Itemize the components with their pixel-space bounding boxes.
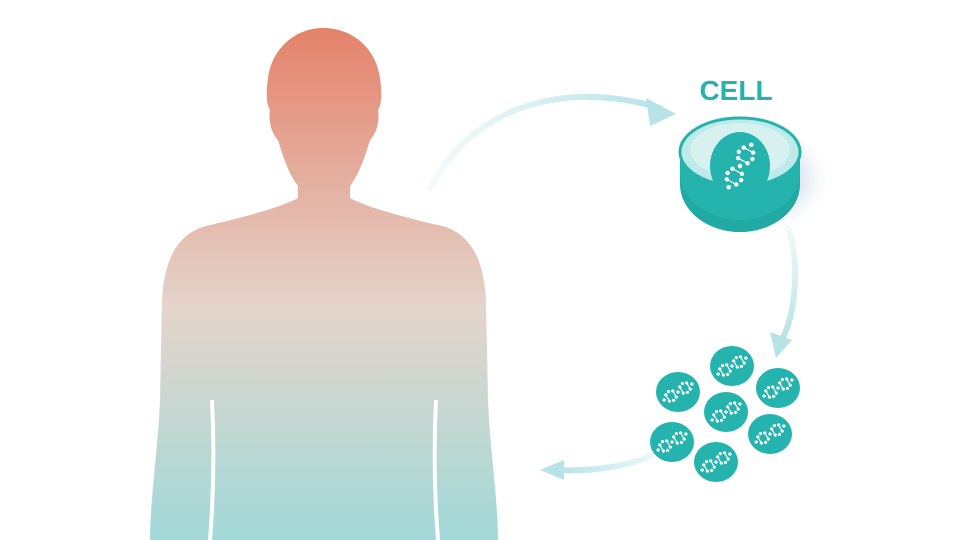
cluster-cell <box>650 422 694 462</box>
petri-dish-cell-icon <box>668 116 836 238</box>
cluster-cell <box>704 392 748 432</box>
cluster-cell <box>710 346 754 386</box>
cell-cluster <box>650 346 800 482</box>
dna-icon <box>762 377 794 399</box>
cluster-cell <box>656 372 700 412</box>
dna-icon <box>754 423 786 445</box>
cluster-cell <box>694 442 738 482</box>
dna-icon <box>716 355 748 377</box>
cell-label: CELL <box>699 75 772 106</box>
dna-icon <box>662 381 694 403</box>
right-arm-edge <box>432 399 440 540</box>
left-arm-edge <box>208 399 216 540</box>
cluster-cell <box>748 414 792 454</box>
cluster-cell <box>756 368 800 408</box>
dna-icon <box>700 451 732 473</box>
cycle-arrow-icon <box>540 453 653 480</box>
cycle-arrow-icon <box>770 225 799 358</box>
cycle-arrow-icon <box>427 93 676 191</box>
dna-icon <box>656 431 688 453</box>
dna-icon <box>710 401 742 423</box>
human-silhouette <box>150 28 498 540</box>
dna-icon <box>724 142 756 190</box>
